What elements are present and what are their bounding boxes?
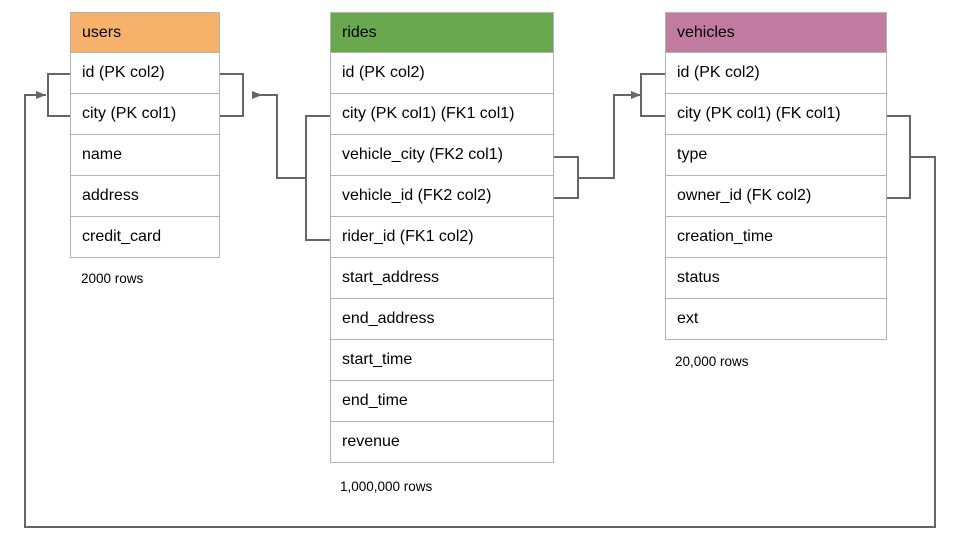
table-rides-column-rider-id[interactable]: rider_id (FK1 col2) — [330, 217, 554, 258]
table-vehicles-column-creation-time[interactable]: creation_time — [665, 217, 887, 258]
column-label: city (PK col1) (FK1 col1) — [342, 105, 515, 122]
link-rides-fk1-to-users — [255, 94, 307, 179]
table-vehicles-title: vehicles — [677, 23, 735, 41]
table-rides-column-vehicle-city[interactable]: vehicle_city (FK2 col1) — [330, 135, 554, 176]
column-label: id (PK col2) — [82, 64, 165, 81]
column-label: city (PK col1) — [82, 105, 177, 122]
table-vehicles-column-owner-id[interactable]: owner_id (FK col2) — [665, 176, 887, 217]
table-vehicles-column-city[interactable]: city (PK col1) (FK col1) — [665, 94, 887, 135]
table-users-column-address[interactable]: address — [70, 176, 220, 217]
table-users-column-city[interactable]: city (PK col1) — [70, 94, 220, 135]
column-label: id (PK col2) — [677, 64, 760, 81]
table-rides-column-id[interactable]: id (PK col2) — [330, 53, 554, 94]
column-label: end_time — [342, 392, 408, 409]
table-rides-column-end-address[interactable]: end_address — [330, 299, 554, 340]
table-users-column-name[interactable]: name — [70, 135, 220, 176]
column-label: start_time — [342, 351, 413, 368]
column-label: city (PK col1) (FK col1) — [677, 105, 841, 122]
link-users-right-bracket — [219, 73, 244, 117]
table-vehicles-column-type[interactable]: type — [665, 135, 887, 176]
column-label: ext — [677, 310, 699, 327]
column-label: address — [82, 187, 139, 204]
table-users-column-id[interactable]: id (PK col2) — [70, 53, 220, 94]
table-rides-column-city[interactable]: city (PK col1) (FK1 col1) — [330, 94, 554, 135]
table-users-title: users — [82, 23, 122, 41]
link-vehicles-left-bracket — [640, 73, 666, 117]
link-rides-fk2-to-vehicles — [577, 94, 633, 179]
column-label: revenue — [342, 433, 400, 450]
column-label: name — [82, 146, 123, 163]
column-label: creation_time — [677, 228, 774, 245]
table-users-column-credit-card[interactable]: credit_card — [70, 217, 220, 258]
table-rides-title: rides — [342, 23, 377, 41]
table-rides-column-vehicle-id[interactable]: vehicle_id (FK2 col2) — [330, 176, 554, 217]
table-rides-header: rides — [330, 12, 554, 53]
table-vehicles-row-count: 20,000 rows — [675, 354, 749, 369]
column-label: type — [677, 146, 708, 163]
table-vehicles-column-status[interactable]: status — [665, 258, 887, 299]
table-rides[interactable]: rides id (PK col2) city (PK col1) (FK1 c… — [330, 12, 554, 463]
link-users-left-bracket — [47, 73, 71, 117]
link-rides-fk2-bracket — [553, 156, 579, 199]
column-label: end_address — [342, 310, 435, 327]
column-label: status — [677, 269, 720, 286]
column-label: vehicle_id (FK2 col2) — [342, 187, 492, 204]
table-vehicles-column-ext[interactable]: ext — [665, 299, 887, 340]
table-rides-column-end-time[interactable]: end_time — [330, 381, 554, 422]
table-vehicles[interactable]: vehicles id (PK col2) city (PK col1) (FK… — [665, 12, 887, 340]
table-vehicles-column-id[interactable]: id (PK col2) — [665, 53, 887, 94]
link-vehicles-fk-bracket — [886, 115, 911, 199]
column-label: vehicle_city (FK2 col1) — [342, 146, 503, 163]
column-label: owner_id (FK col2) — [677, 187, 812, 204]
table-rides-column-revenue[interactable]: revenue — [330, 422, 554, 463]
column-label: start_address — [342, 269, 439, 286]
table-rides-column-start-time[interactable]: start_time — [330, 340, 554, 381]
table-vehicles-header: vehicles — [665, 12, 887, 53]
table-users-row-count: 2000 rows — [81, 271, 144, 286]
table-rides-column-start-address[interactable]: start_address — [330, 258, 554, 299]
column-label: credit_card — [82, 228, 162, 245]
column-label: id (PK col2) — [342, 64, 425, 81]
column-label: rider_id (FK1 col2) — [342, 228, 474, 245]
table-rides-row-count: 1,000,000 rows — [340, 479, 433, 494]
table-users[interactable]: users id (PK col2) city (PK col1) name a… — [70, 12, 220, 258]
link-rides-fk1-bracket — [305, 115, 331, 241]
table-users-header: users — [70, 12, 220, 53]
